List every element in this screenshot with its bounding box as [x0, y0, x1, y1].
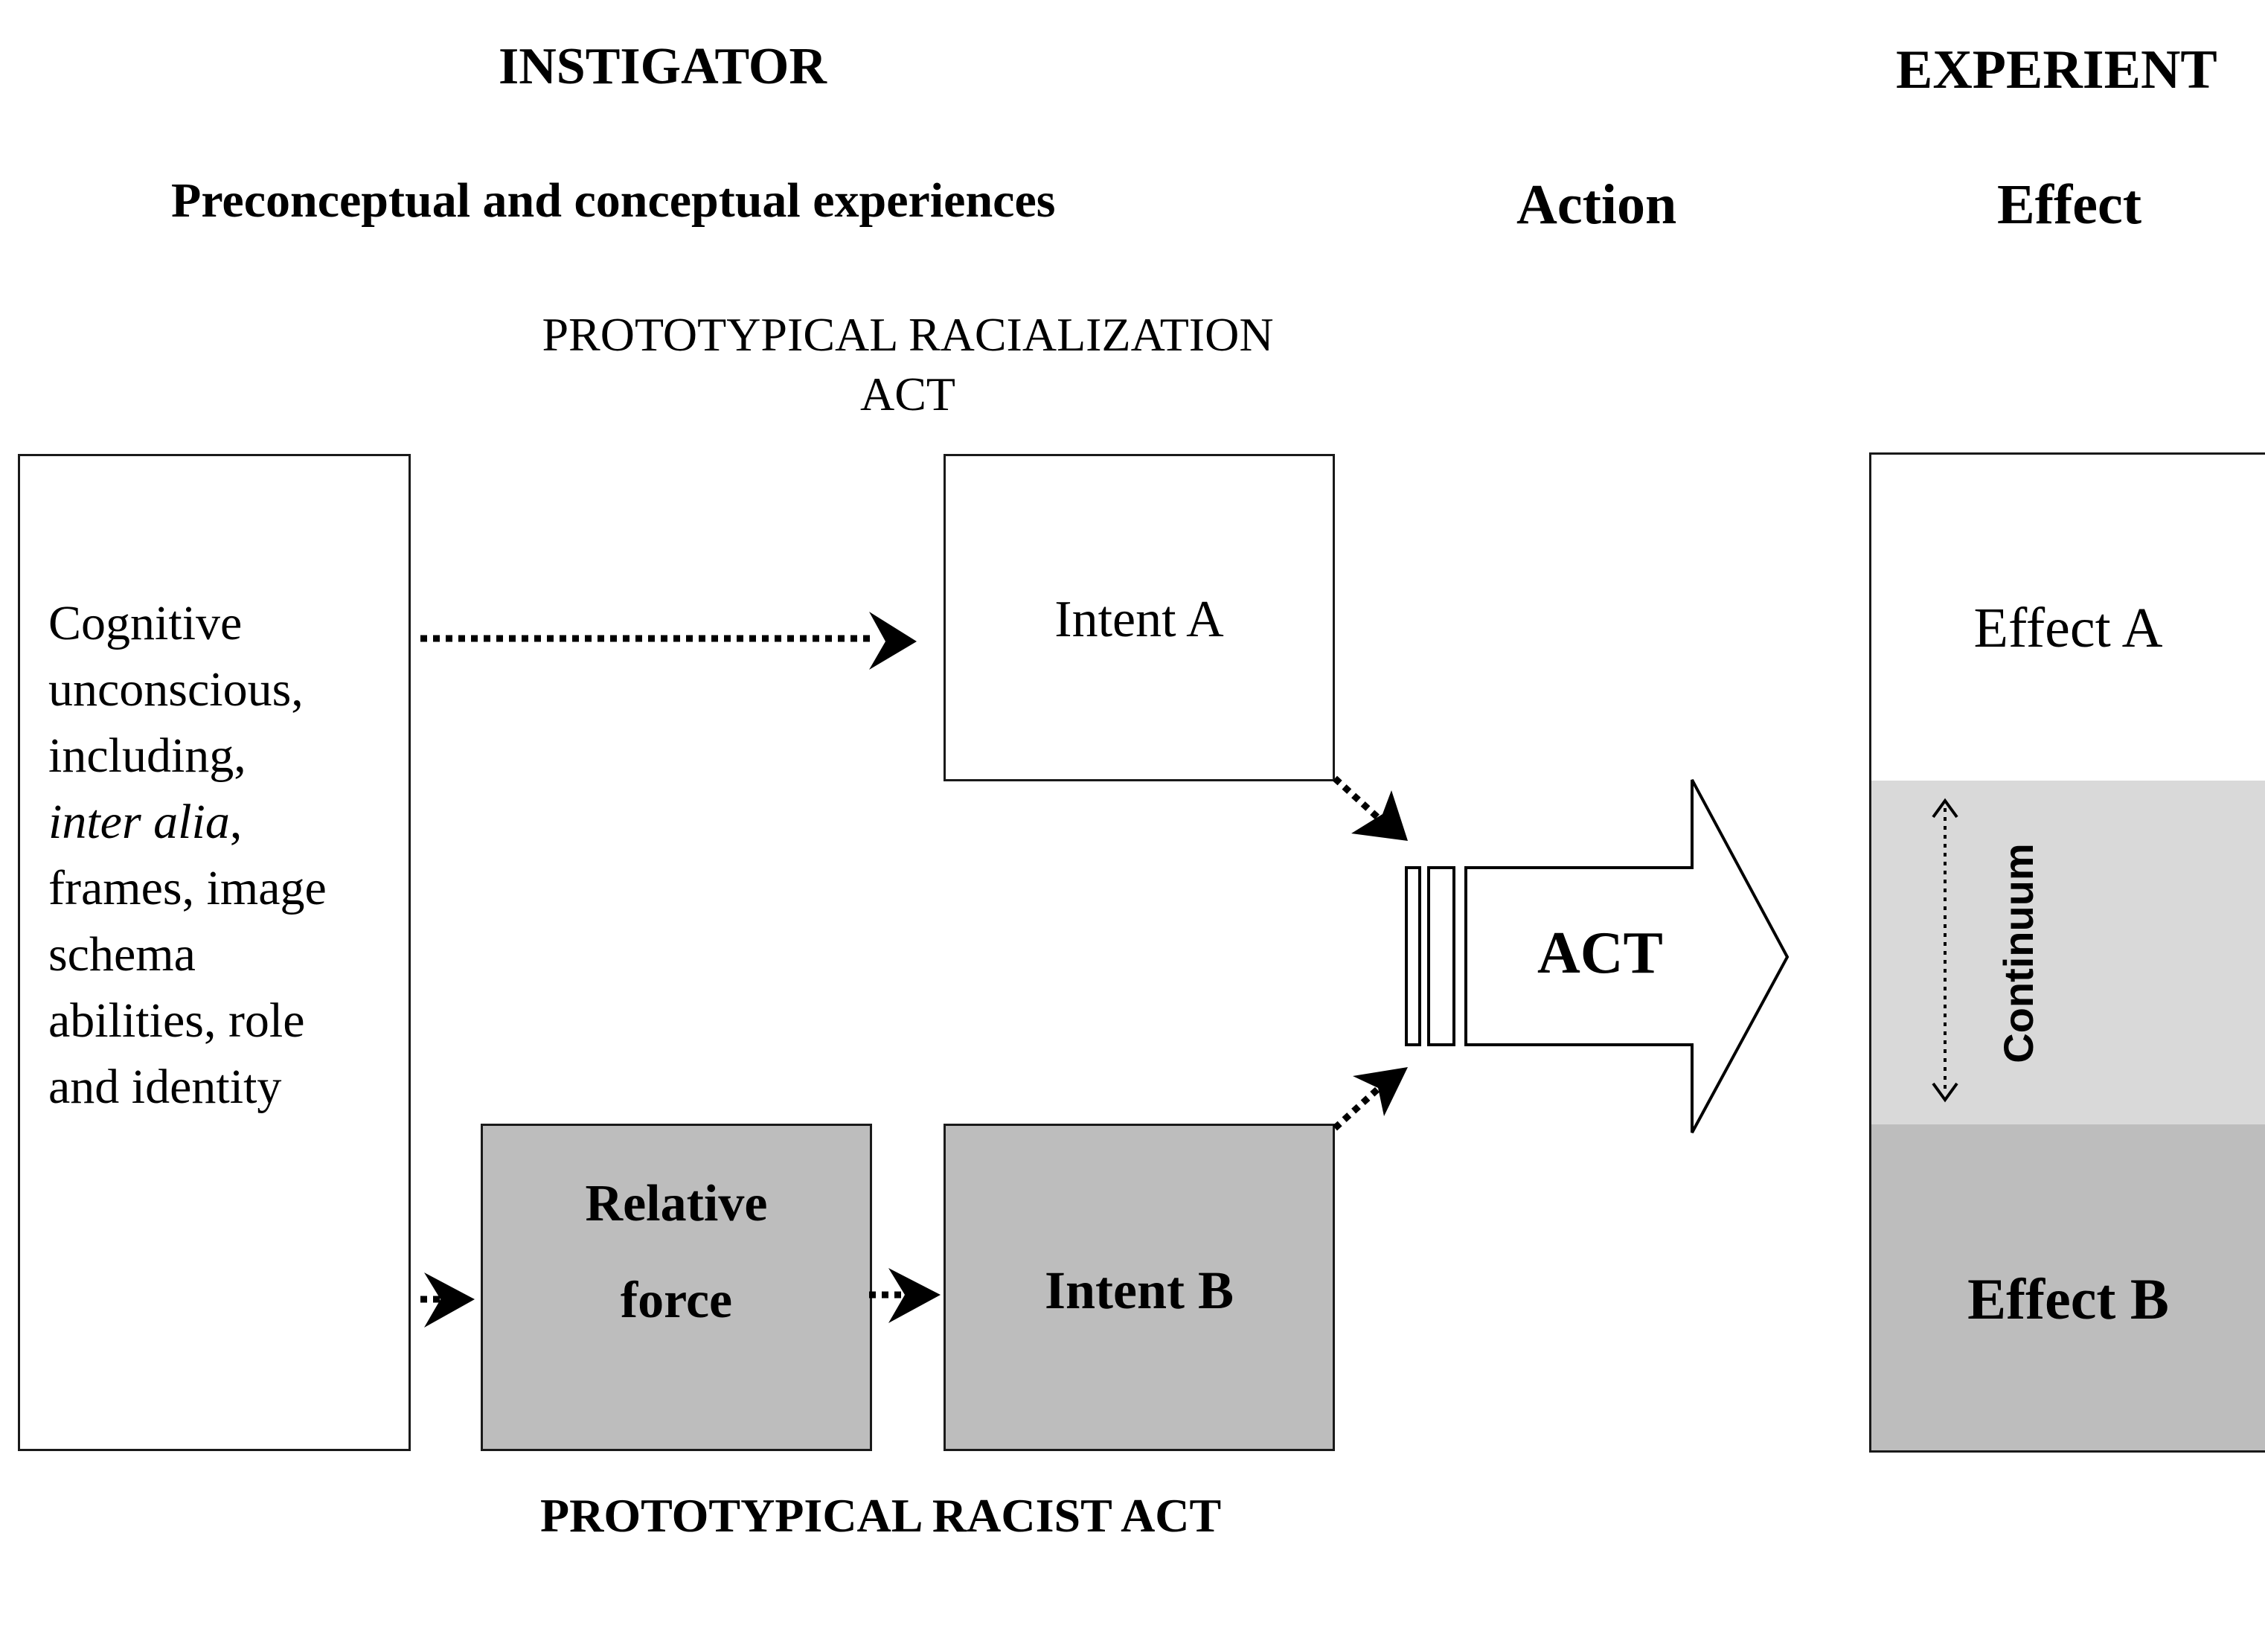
intent-b-label: Intent B	[1044, 1261, 1234, 1320]
cognitive-unconscious-text: Cognitive unconscious, including, inter …	[48, 590, 327, 1120]
continuum-double-arrow	[1932, 798, 1958, 1103]
racist-act-label: PROTOTYPICAL RACIST ACT	[540, 1489, 1222, 1542]
racialization-act-line-2: ACT	[860, 368, 955, 420]
arrow-intent-b-to-act	[1332, 1067, 1408, 1131]
cognitive-line-3: including,	[48, 729, 246, 783]
intent-a-box: Intent A	[944, 454, 1335, 781]
inter-alia-comma: ,	[229, 795, 243, 849]
effect-header: Effect	[1997, 173, 2142, 236]
cognitive-line-7: abilities, role	[48, 993, 305, 1048]
instigator-header: INSTIGATOR	[499, 38, 827, 95]
relative-force-line-1: Relative	[585, 1175, 768, 1232]
arrow-relative-force-to-intent-b	[869, 1268, 941, 1323]
relative-force-label: Relative force	[483, 1156, 870, 1349]
cognitive-line-5: frames, image	[48, 861, 327, 915]
effect-column: Effect A Effect B Continuum	[1869, 452, 2265, 1453]
effect-b-band	[1871, 1124, 2265, 1450]
arrow-intent-a-to-act	[1332, 775, 1408, 841]
preconceptual-header: Preconceptual and conceptual experiences	[171, 173, 1056, 228]
cognitive-unconscious-box: Cognitive unconscious, including, inter …	[18, 454, 411, 1451]
cognitive-line-8: and identity	[48, 1060, 282, 1114]
relative-force-box: Relative force	[481, 1124, 872, 1451]
experient-header: EXPERIENT	[1896, 39, 2217, 100]
effect-a-label: Effect A	[1973, 597, 2163, 659]
intent-a-label: Intent A	[1054, 591, 1224, 648]
racialization-act-label: PROTOTYPICAL RACIALIZATION ACT	[476, 305, 1339, 424]
effect-b-label: Effect B	[1967, 1267, 2169, 1331]
cognitive-line-2: unconscious,	[48, 662, 304, 717]
action-header: Action	[1516, 173, 1677, 236]
relative-force-line-2: force	[620, 1272, 733, 1329]
intent-b-box: Intent B	[944, 1124, 1335, 1451]
racialization-act-line-1: PROTOTYPICAL RACIALIZATION	[542, 308, 1274, 361]
arrow-cognitive-to-relative-force	[420, 1272, 475, 1328]
inter-alia-italic: inter alia	[48, 795, 230, 849]
act-block-arrow	[1405, 779, 1790, 1133]
continuum-band	[1871, 781, 2265, 1124]
arrow-cognitive-to-intent-a	[420, 612, 917, 670]
cognitive-line-1: Cognitive	[48, 596, 243, 650]
cognitive-line-4: inter alia,	[48, 789, 327, 855]
act-label: ACT	[1537, 921, 1663, 986]
cognitive-line-6: schema	[48, 927, 196, 982]
